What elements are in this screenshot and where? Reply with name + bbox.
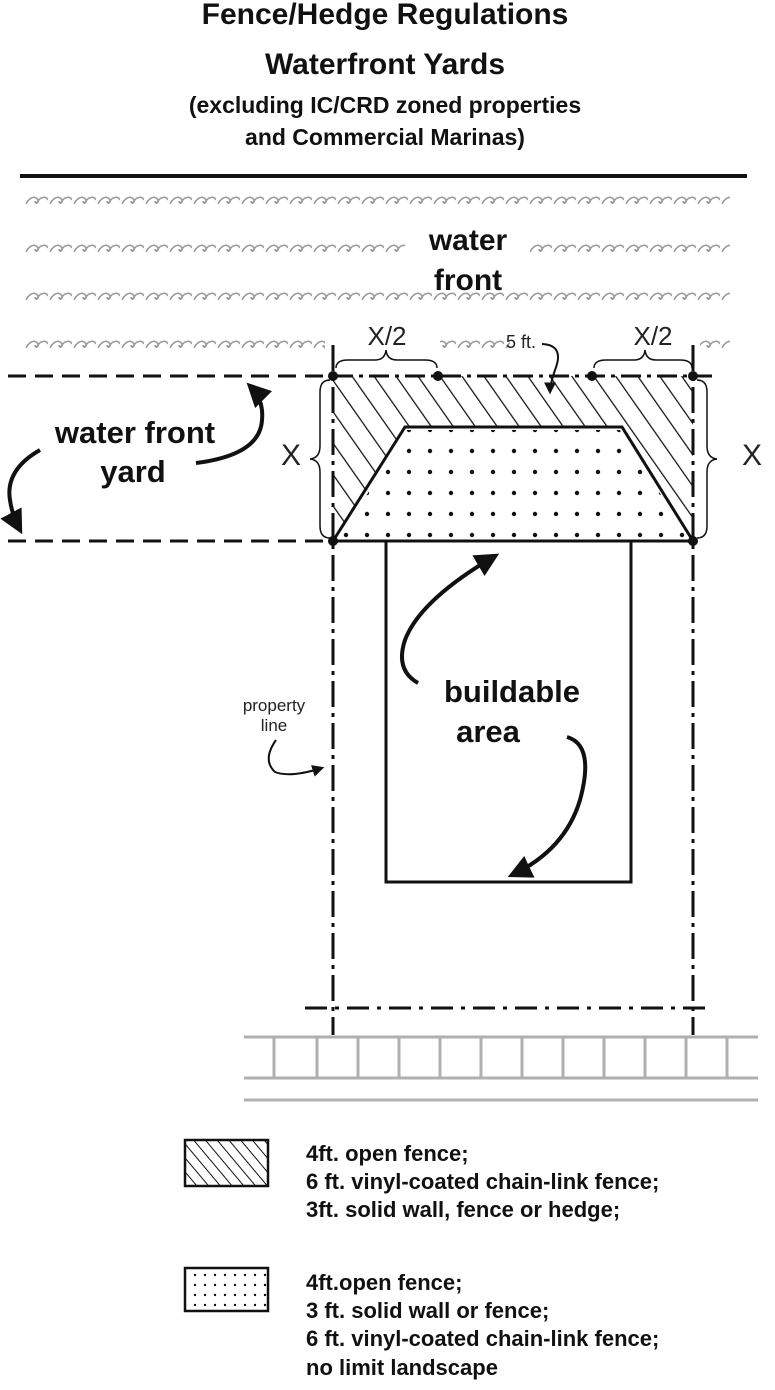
yard-arrow-down xyxy=(0,448,41,535)
half-x-label-right: X/2 xyxy=(633,321,672,351)
title-block: Fence/Hedge Regulations Waterfront Yards… xyxy=(189,0,581,150)
street xyxy=(244,1035,758,1102)
buildable-area-rect xyxy=(384,539,633,884)
x-label-left: X xyxy=(281,439,301,472)
front-label: front xyxy=(434,264,502,297)
property-line-label-2: line xyxy=(261,716,287,735)
water-waves xyxy=(25,190,730,356)
dotted-yard-area xyxy=(340,430,688,538)
legend-hatch-line: 3ft. solid wall, fence or hedge; xyxy=(306,1197,620,1222)
x-label-right: X xyxy=(742,439,762,472)
legend-hatch-line: 4ft. open fence; xyxy=(306,1141,469,1166)
five-ft-label: 5 ft. xyxy=(506,332,536,352)
legend: 4ft. open fence; 6 ft. vinyl-coated chai… xyxy=(183,1138,659,1380)
waterfront-yard-label-2: yard xyxy=(100,454,165,489)
corner-points xyxy=(328,371,698,546)
dimension-braces xyxy=(309,349,718,539)
title-line-1: Fence/Hedge Regulations xyxy=(202,0,569,31)
property-line-arrow xyxy=(267,739,325,777)
buildable-arrow-down xyxy=(507,735,588,878)
legend-hatch-line: 6 ft. vinyl-coated chain-link fence; xyxy=(306,1169,659,1194)
subtitle-line-2: and Commercial Marinas) xyxy=(245,124,525,150)
property-line-label-1: property xyxy=(243,696,306,715)
legend-dots-line: no limit landscape xyxy=(306,1355,498,1380)
legend-hatch-swatch xyxy=(183,1138,270,1188)
legend-dots-swatch xyxy=(183,1266,270,1313)
buildable-label-1: buildable xyxy=(444,674,580,709)
half-x-label-left: X/2 xyxy=(367,321,406,351)
legend-dots-line: 6 ft. vinyl-coated chain-link fence; xyxy=(306,1326,659,1351)
yard-arrow-up xyxy=(195,382,273,465)
waterfront-yard-label-1: water front xyxy=(54,415,215,450)
buildable-arrow-up xyxy=(400,553,500,685)
legend-dots-line: 4ft.open fence; xyxy=(306,1270,462,1295)
five-ft-arrow xyxy=(541,343,559,395)
buildable-label-2: area xyxy=(456,714,521,749)
title-line-2: Waterfront Yards xyxy=(265,48,505,81)
water-label: water xyxy=(428,224,508,257)
legend-dots-line: 3 ft. solid wall or fence; xyxy=(306,1298,549,1323)
subtitle-line-1: (excluding IC/CRD zoned properties xyxy=(189,92,581,118)
